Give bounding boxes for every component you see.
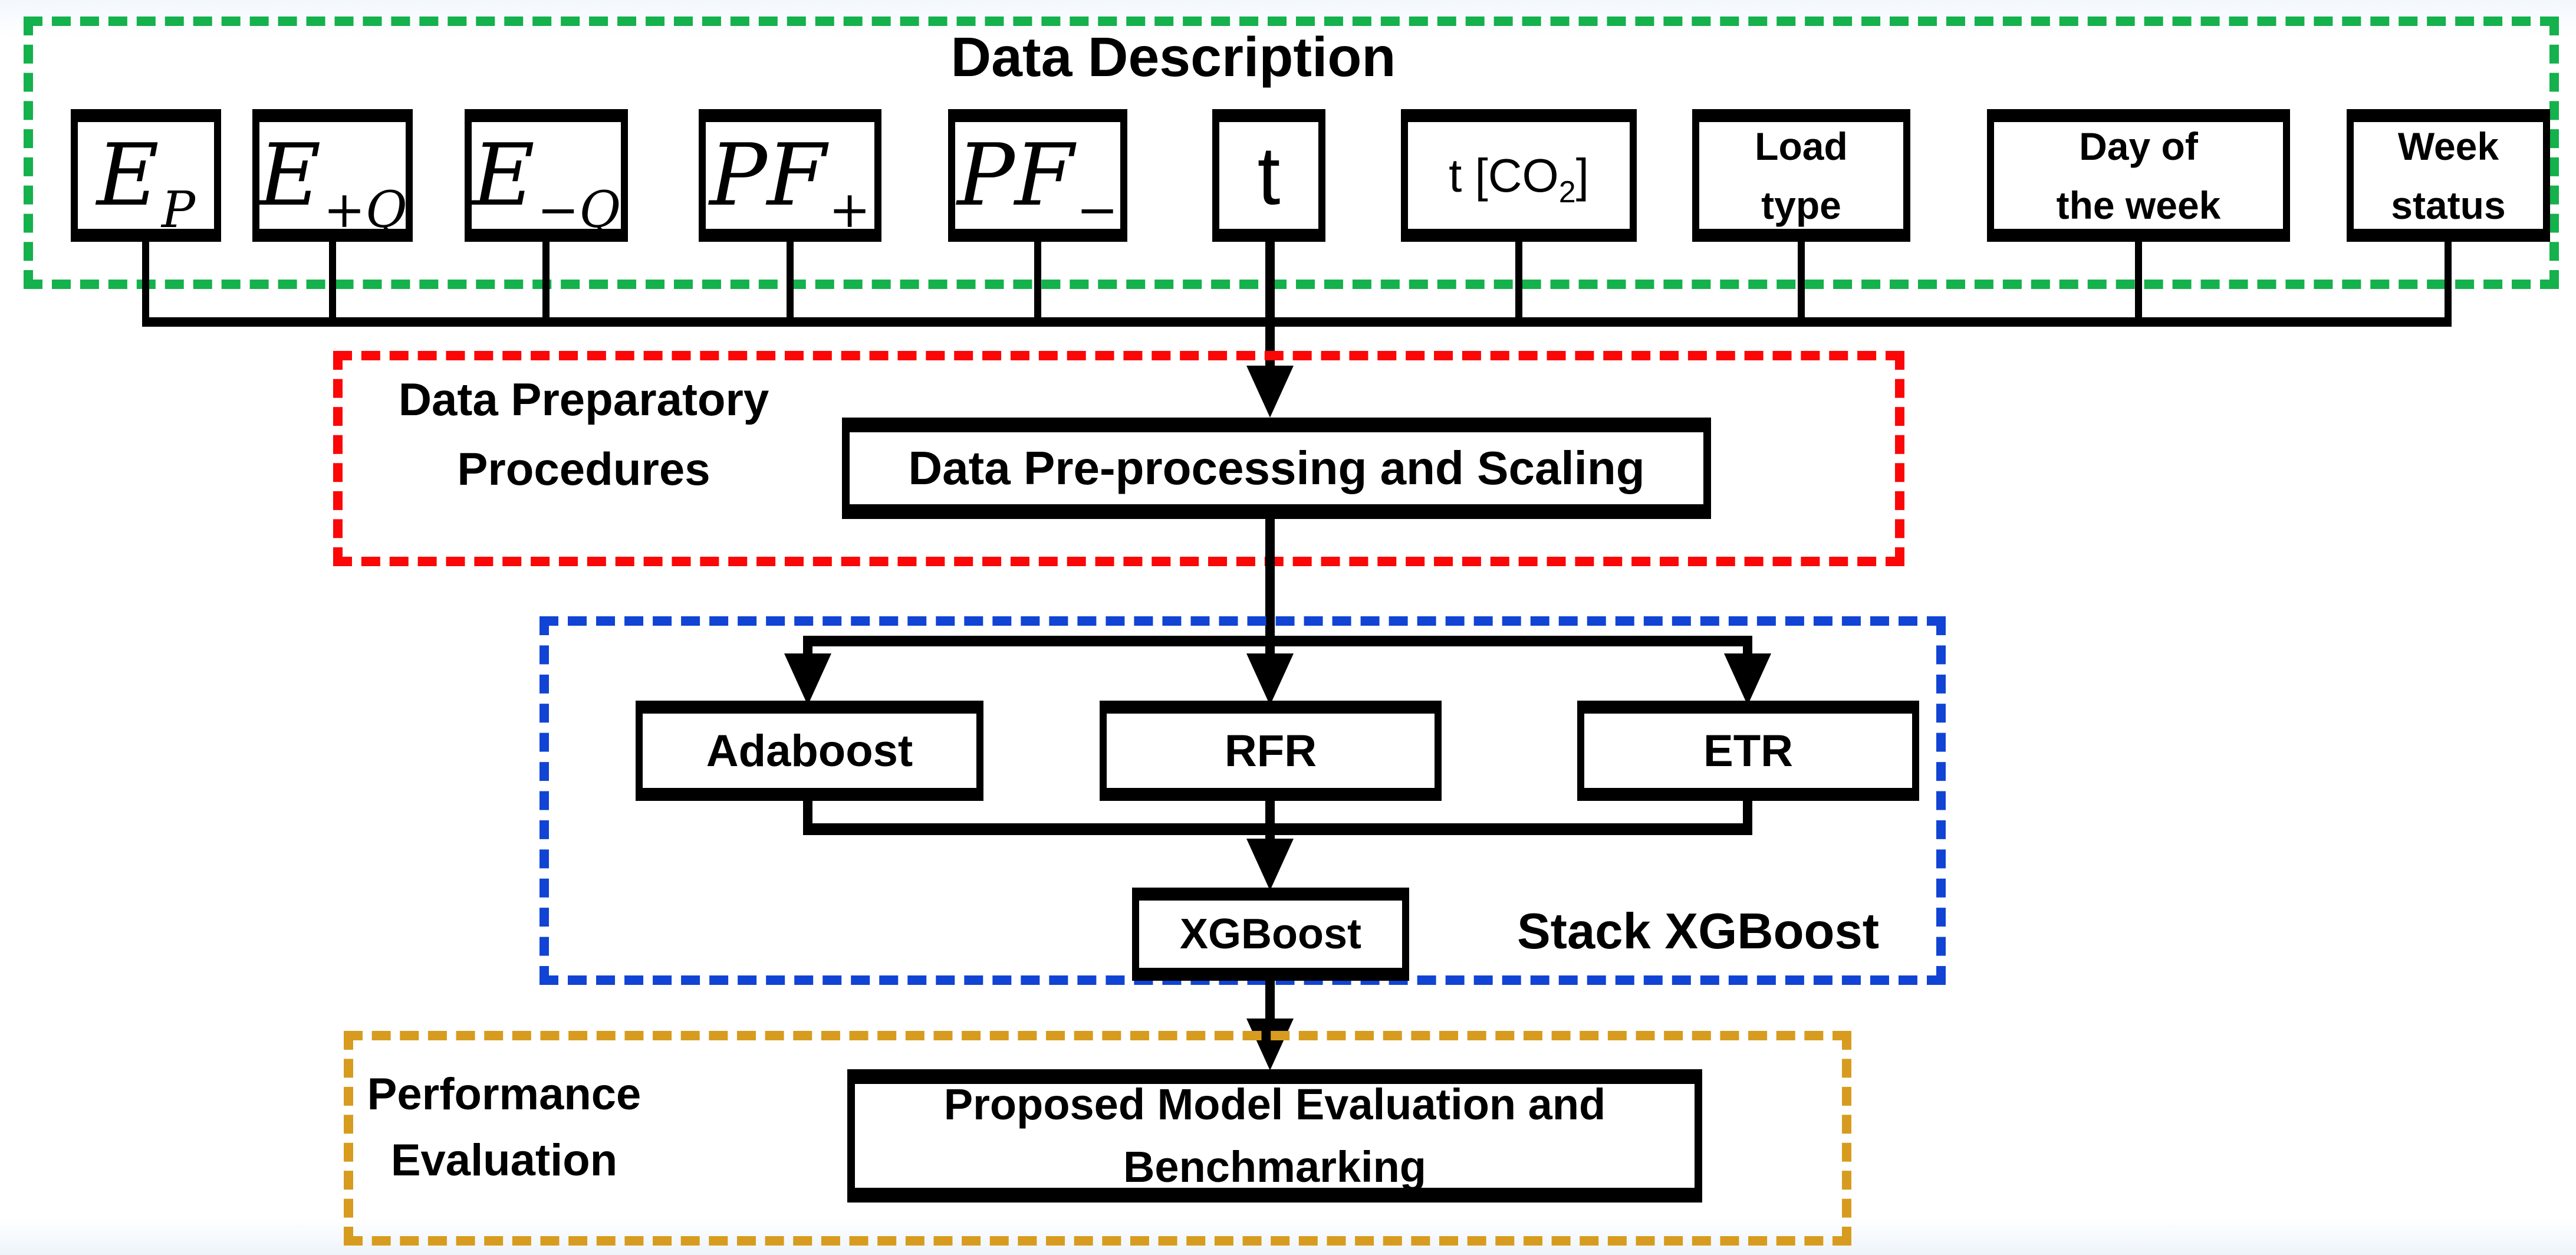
arrow-down-icon [1246,366,1294,418]
connector-line [787,241,794,323]
arrow-down-icon [1246,1019,1294,1070]
adaboost-box: Adaboost [636,701,983,801]
etr-box: ETR [1577,701,1919,801]
feature-box-t: t [1212,109,1325,242]
collector-line [803,823,1752,835]
feature-box-pfminus: PF− [948,109,1127,242]
feature-box-epq: E+Q [252,109,413,242]
connector-line [142,241,149,323]
feature-box-pfplus: PF+ [699,109,881,242]
arrow-down-icon [1246,839,1294,891]
feature-label-t: t [1257,129,1281,222]
feature-label-epq: E+Q [258,126,407,239]
feature-label-tco2: t [CO2] [1449,149,1589,209]
connector-line [1798,241,1805,323]
connector-line [1265,241,1275,327]
splitter-line [803,636,1752,646]
rfr-box: RFR [1100,701,1442,801]
connector-line [1034,241,1041,323]
preprocessing-box: Data Pre-processing and Scaling [842,418,1711,519]
data-preparatory-section [333,351,1904,566]
connector-line [2445,241,2452,323]
evaluation-box: Proposed Model Evaluation and Benchmarki… [847,1069,1702,1203]
connector-line [1515,241,1522,323]
feature-label-emq: E−Q [472,126,620,239]
connector-line [329,241,336,323]
feature-box-tco2: t [CO2] [1401,109,1637,242]
feature-bus-line [142,317,2452,327]
connector-line [542,241,550,323]
feature-label-pfplus: PF+ [709,126,871,239]
connector-line [1265,514,1275,642]
feature-box-ep: EP [71,109,221,242]
arrow-down-icon [1246,653,1294,705]
data-description-section [24,17,2559,289]
feature-label-pfminus: PF− [957,126,1118,239]
data-preparatory-label: Data Preparatory Procedures [398,373,769,495]
connector-line [2135,241,2142,323]
feature-box-emq: E−Q [465,109,628,242]
feature-label-ep: EP [96,126,196,239]
data-description-title: Data Description [950,26,1396,88]
xgboost-box: XGBoost [1132,888,1409,981]
stack-xgboost-label: Stack XGBoost [1516,904,1880,960]
connector-line [1265,976,1275,1023]
arrow-down-icon [784,653,831,705]
performance-evaluation-label: Performance Evaluation [367,1069,641,1185]
performance-evaluation-section [344,1031,1851,1246]
arrow-down-icon [1724,653,1771,705]
